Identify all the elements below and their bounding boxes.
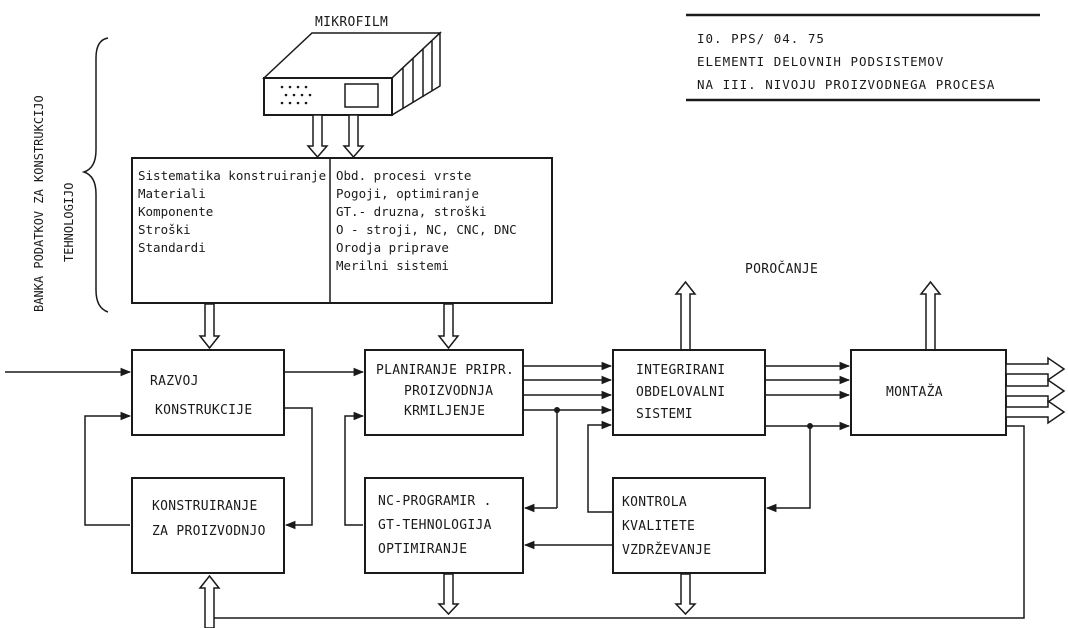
database-box: Sistematika konstruiranje Materiali Komp…	[131, 157, 553, 304]
konstruiranje-line2: ZA PROIZVODNJO	[152, 524, 266, 539]
razvoj-line2: KONSTRUKCIJE	[155, 403, 253, 418]
box-planiranje: PLANIRANJE PRIPR. PROIZVODNJA KRMILJENJE	[364, 349, 524, 436]
db-right-item: Obd. procesi vrste	[336, 168, 471, 183]
box-montaza: MONTAŽA	[850, 349, 1007, 436]
integrirani-line1: INTEGRIRANI	[636, 363, 725, 378]
konstruiranje-line1: KONSTRUIRANJE	[152, 499, 258, 514]
microfilm-label: MIKROFILM	[315, 15, 388, 30]
db-left-item: Sistematika konstruiranje	[138, 168, 326, 183]
kontrola-line1: KONTROLA	[622, 495, 687, 510]
header-code: I0. PPS/ 04. 75	[697, 31, 825, 46]
box-konstruiranje: KONSTRUIRANJE ZA PROIZVODNJO	[131, 477, 285, 574]
porocanje-up-arrows	[674, 280, 942, 351]
db-left-item: Materiali	[138, 186, 206, 201]
nc-line2: GT-TEHNOLOGIJA	[378, 518, 492, 533]
integrirani-line3: SISTEMI	[636, 407, 693, 422]
razvoj-line1: RAZVOJ	[150, 374, 199, 389]
box-nc-programiranje: NC-PROGRAMIR . GT-TEHNOLOGIJA OPTIMIRANJ…	[364, 477, 524, 574]
kontrola-line3: VZDRŽEVANJE	[622, 542, 711, 558]
box-integrirani: INTEGRIRANI OBDELOVALNI SISTEMI	[612, 349, 766, 436]
side-label-line2: TEHNOLOGIJO	[62, 183, 76, 262]
microfilm-dots-icon	[280, 85, 312, 105]
db-right-item: Orodja priprave	[336, 240, 449, 255]
planiranje-line3: KRMILJENJE	[404, 404, 485, 419]
montaza-output-arrows	[1005, 356, 1066, 425]
nc-line3: OPTIMIRANJE	[378, 542, 467, 557]
microfilm-cabinet: MIKROFILM	[262, 15, 442, 117]
db-right-item: O - stroji, NC, CNC, DNC	[336, 222, 517, 237]
db-left-item: Standardi	[138, 240, 206, 255]
microfilm-down-arrows	[306, 114, 365, 159]
side-label-line1: BANKA PODATKOV ZA KONSTRUKCIJO	[32, 95, 46, 312]
database-down-arrows	[198, 303, 460, 350]
montaza-label: MONTAŽA	[886, 384, 943, 400]
header-title-line1: ELEMENTI DELOVNIH PODSISTEMOV	[697, 54, 944, 69]
connectors	[5, 361, 1025, 619]
porocanje-label: POROČANJE	[745, 261, 818, 277]
db-left-item: Komponente	[138, 204, 213, 219]
integrirani-line2: OBDELOVALNI	[636, 385, 725, 400]
planiranje-line1: PLANIRANJE PRIPR.	[376, 363, 514, 378]
planiranje-line2: PROIZVODNJA	[404, 384, 493, 399]
box-kontrola: KONTROLA KVALITETE VZDRŽEVANJE	[612, 477, 766, 574]
database-side-label: BANKA PODATKOV ZA KONSTRUKCIJO TEHNOLOGI…	[32, 37, 109, 313]
box-razvoj: RAZVOJ KONSTRUKCIJE	[131, 349, 285, 436]
bottom-arrows	[198, 573, 697, 628]
kontrola-line2: KVALITETE	[622, 519, 695, 534]
nc-line1: NC-PROGRAMIR .	[378, 494, 492, 509]
header-block: I0. PPS/ 04. 75 ELEMENTI DELOVNIH PODSIS…	[686, 13, 1040, 102]
db-right-item: Merilni sistemi	[336, 258, 449, 273]
header-title-line2: NA III. NIVOJU PROIZVODNEGA PROCESA	[697, 77, 995, 92]
brace-icon	[81, 37, 109, 313]
db-left-item: Stroški	[138, 222, 191, 237]
db-right-item: GT.- druzna, stroški	[336, 204, 487, 219]
db-right-item: Pogoji, optimiranje	[336, 186, 479, 201]
microfilm-screen	[344, 83, 379, 108]
